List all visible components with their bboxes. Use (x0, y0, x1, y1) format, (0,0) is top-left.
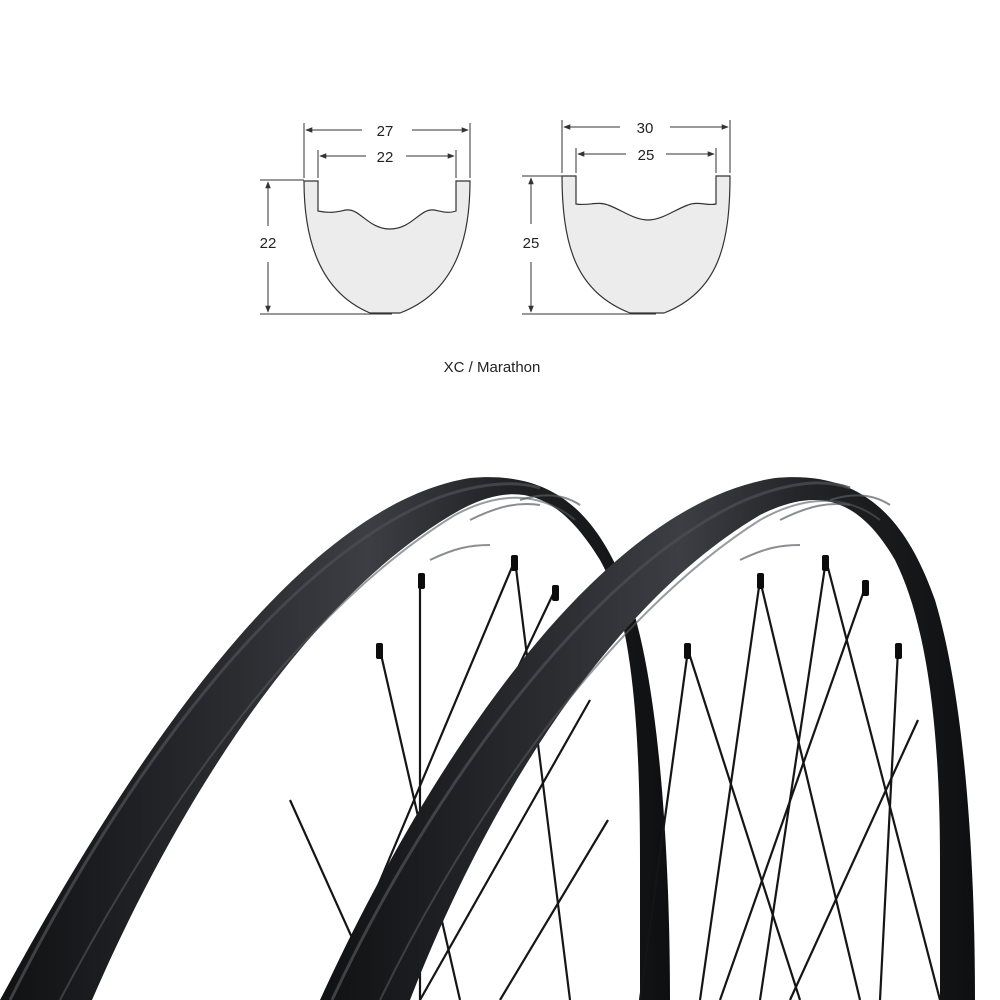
height-label: 25 (523, 235, 540, 252)
spoke-nipples (376, 555, 559, 659)
height-label: 22 (260, 235, 277, 252)
rim-profile-27: 27 22 22 (260, 123, 471, 315)
rim-profile-30: 30 25 25 (522, 120, 731, 315)
rim-decal (429, 494, 581, 561)
spoke-nipples (684, 555, 902, 659)
inner-width-label: 25 (638, 147, 655, 164)
outer-width-label: 27 (377, 123, 394, 140)
front-wheel-right (320, 477, 975, 1000)
rim-cross-section (561, 175, 731, 314)
rim (0, 477, 670, 1000)
caption: XC / Marathon (444, 359, 541, 376)
wheel-photo (0, 477, 975, 1000)
outer-width-label: 30 (637, 120, 654, 137)
inner-width-label: 22 (377, 149, 394, 166)
rear-wheel-left (0, 477, 670, 1000)
rim-decal (739, 494, 891, 561)
rim-cross-section (303, 180, 471, 314)
spokes (638, 559, 942, 1000)
rim (320, 477, 975, 1000)
